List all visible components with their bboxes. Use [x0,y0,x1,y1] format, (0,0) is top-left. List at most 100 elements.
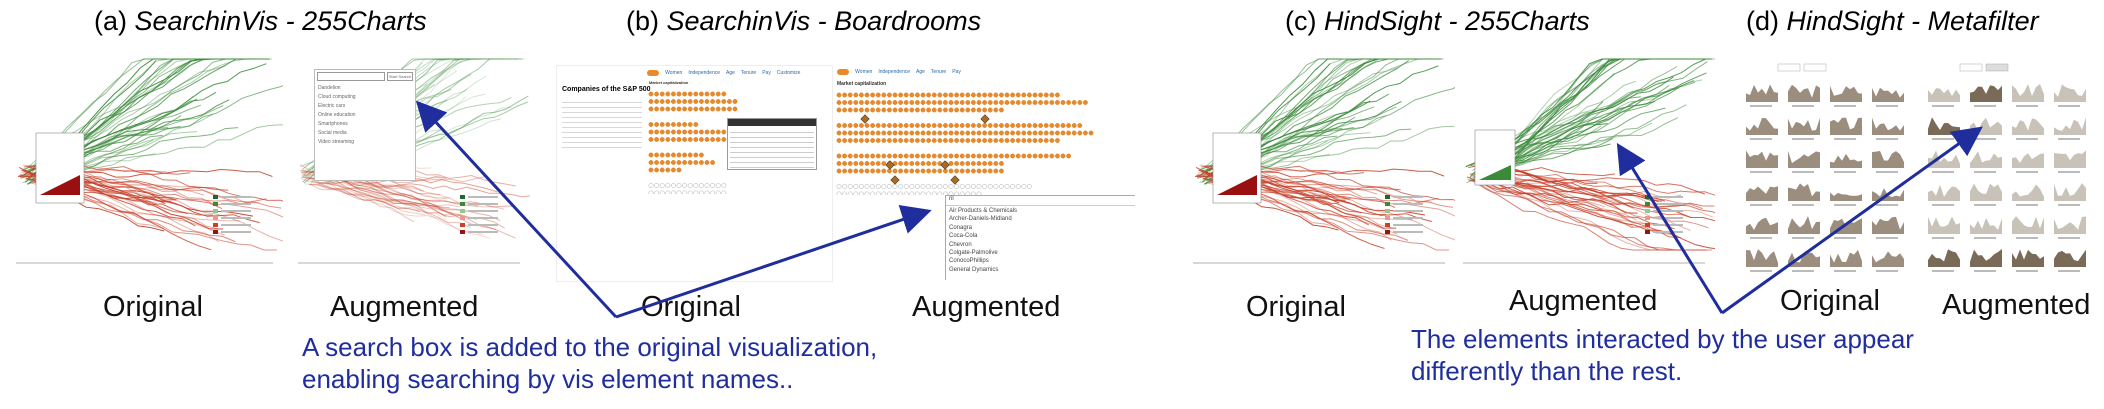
search-input[interactable]: ril [946,196,1135,206]
list-item[interactable]: Social media [318,130,347,136]
company-dot [870,123,875,128]
company-dot [870,138,875,143]
area-sparkline [1872,150,1904,168]
area-sparkline [1788,84,1820,102]
company-dot [665,91,671,97]
list-item[interactable]: Air Products & Chemicals [949,208,1018,214]
search-input[interactable] [317,72,385,81]
tab-tenure[interactable]: Tenure [740,70,757,76]
company-dot [954,138,960,143]
tab-tenure[interactable]: Tenure [930,69,947,75]
tab-customize[interactable]: Customize [776,70,801,76]
list-item[interactable]: Conagra [949,224,973,231]
company-dot [721,99,727,104]
company-dot [715,129,721,135]
company-dot [847,138,853,143]
company-dot [665,129,671,135]
company-dot [842,184,848,189]
company-dot [670,183,676,188]
company-dot [965,161,971,166]
area-sparkline [2012,249,2044,267]
list-item[interactable]: Coca-Cola [949,233,978,240]
company-dot [659,91,665,97]
search-dropdown-list: Dandelion Cloud computing Electric cars … [315,83,415,148]
company-dot [931,107,937,113]
company-dot [931,130,937,136]
company-dot [693,129,699,135]
company-dot [1010,130,1016,136]
company-dot [853,100,859,105]
company-dot [970,130,976,136]
tab-age[interactable]: Age [916,69,925,75]
caption-b-augmented: Augmented [912,291,1061,323]
list-item[interactable]: Archer-Daniels-Midland [949,216,1012,223]
line-chart-thumbnail [16,58,283,264]
company-dot [1004,184,1010,189]
tab-age[interactable]: Age [726,70,735,76]
tab-bar: Women Independence Age Tenure Pay Custom… [647,70,800,76]
tab-pay[interactable]: Pay [952,69,961,75]
series-line [1224,170,1455,241]
cell-label [1792,171,1814,173]
list-item[interactable]: Electric cars [318,103,346,109]
company-dot [715,99,721,104]
company-dot [1032,130,1038,136]
tab-independence[interactable]: Independence [878,69,911,75]
legend-text [468,224,498,226]
company-dot [987,184,993,189]
company-dot [687,91,693,97]
company-dot [970,92,976,98]
tab-market-cap[interactable] [647,70,660,76]
company-dot [987,161,993,166]
panel-d-augmented [1920,62,2100,282]
area-sparkline [1830,153,1862,168]
cell-label [1750,105,1772,107]
company-dot [1060,100,1066,105]
company-dot [864,184,870,189]
company-dot [948,123,954,128]
company-dot [937,168,943,174]
tooltip-sparkline [1217,175,1257,195]
company-dot [937,191,943,195]
list-item[interactable]: Online education [318,112,356,118]
company-dot [1066,130,1072,136]
search-results-list[interactable]: ril Air Products & Chemicals Archer-Dani… [945,195,1135,280]
company-dot [892,130,898,136]
company-dot [864,168,870,174]
legend-swatch [213,202,218,206]
company-dot [670,122,676,127]
list-item[interactable]: Chevron [949,241,972,248]
tab-independence[interactable]: Independence [688,70,721,76]
company-dot [715,91,721,97]
list-item[interactable]: ConocoPhillips [949,258,989,265]
company-dot [842,168,848,174]
company-dot [909,153,915,159]
company-dot [926,153,932,159]
company-dot [842,92,848,98]
tab-pay[interactable]: Pay [762,70,771,76]
company-dot [903,123,909,128]
company-dot [847,100,853,105]
company-dot [937,130,943,136]
list-item[interactable]: General Dynamics [949,266,999,273]
panel-a-original [8,55,283,285]
list-item[interactable]: Colgate-Palmolive [949,250,998,257]
cell-label [1876,237,1898,239]
company-dot [687,99,693,104]
company-dot [903,184,909,189]
tab-market-cap[interactable] [837,69,850,75]
start-search-button[interactable]: Start Search [387,72,413,81]
tab-women[interactable]: Women [855,69,873,75]
list-item[interactable]: Video streaming [318,139,355,145]
list-item[interactable]: Cloud computing [318,94,356,100]
company-dot [682,160,687,165]
cell-label [2058,171,2080,173]
legend-swatch [213,223,218,227]
search-dropdown[interactable]: Start Search Dandelion Cloud computing E… [314,69,416,181]
list-item[interactable]: Dandelion [318,85,341,91]
company-dot [937,184,943,189]
area-sparkline [1788,150,1820,168]
company-dot [659,129,665,135]
list-item[interactable]: Smartphones [318,121,348,127]
tab-women[interactable]: Women [665,70,683,76]
